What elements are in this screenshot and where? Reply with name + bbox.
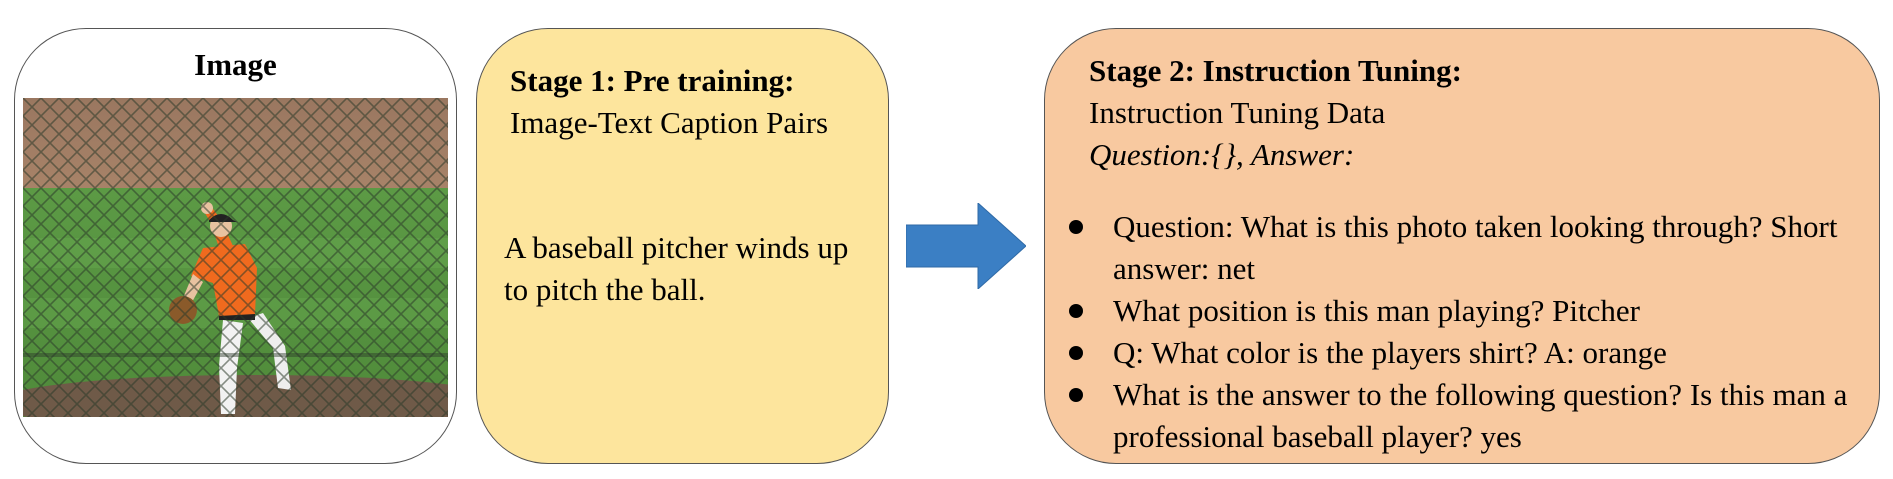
bullet-icon	[1069, 388, 1083, 402]
stage1-subtitle: Image-Text Caption Pairs	[510, 105, 829, 140]
example-text: What is the answer to the following ques…	[1113, 377, 1848, 454]
list-item: Q: What color is the players shirt? A: o…	[1065, 332, 1865, 374]
stage1-caption: A baseball pitcher winds up to pitch the…	[504, 230, 849, 307]
stage2-panel: Stage 2: Instruction Tuning: Instruction…	[1044, 28, 1880, 464]
stage1-title: Stage 1: Pre training:	[510, 63, 795, 98]
baseball-pitcher-photo	[23, 98, 448, 417]
image-panel: Image	[14, 28, 457, 464]
bullet-icon	[1069, 304, 1083, 318]
example-text: Q: What color is the players shirt? A: o…	[1113, 335, 1667, 370]
stage1-panel: Stage 1: Pre training: Image-Text Captio…	[476, 28, 889, 464]
bullet-icon	[1069, 220, 1083, 234]
list-item: What is the answer to the following ques…	[1065, 374, 1865, 458]
stage2-title: Stage 2: Instruction Tuning:	[1089, 53, 1462, 88]
list-item: Question: What is this photo taken looki…	[1065, 206, 1865, 290]
stage2-subtitle: Instruction Tuning Data	[1089, 95, 1386, 130]
list-item: What position is this man playing? Pitch…	[1065, 290, 1865, 332]
right-arrow-icon	[906, 203, 1026, 289]
example-text: Question: What is this photo taken looki…	[1113, 209, 1838, 286]
example-text: What position is this man playing? Pitch…	[1113, 293, 1640, 328]
instruction-examples-list: Question: What is this photo taken looki…	[1065, 206, 1865, 458]
stage2-template: Question:{}, Answer:	[1089, 137, 1355, 172]
image-panel-title: Image	[194, 47, 277, 82]
bullet-icon	[1069, 346, 1083, 360]
